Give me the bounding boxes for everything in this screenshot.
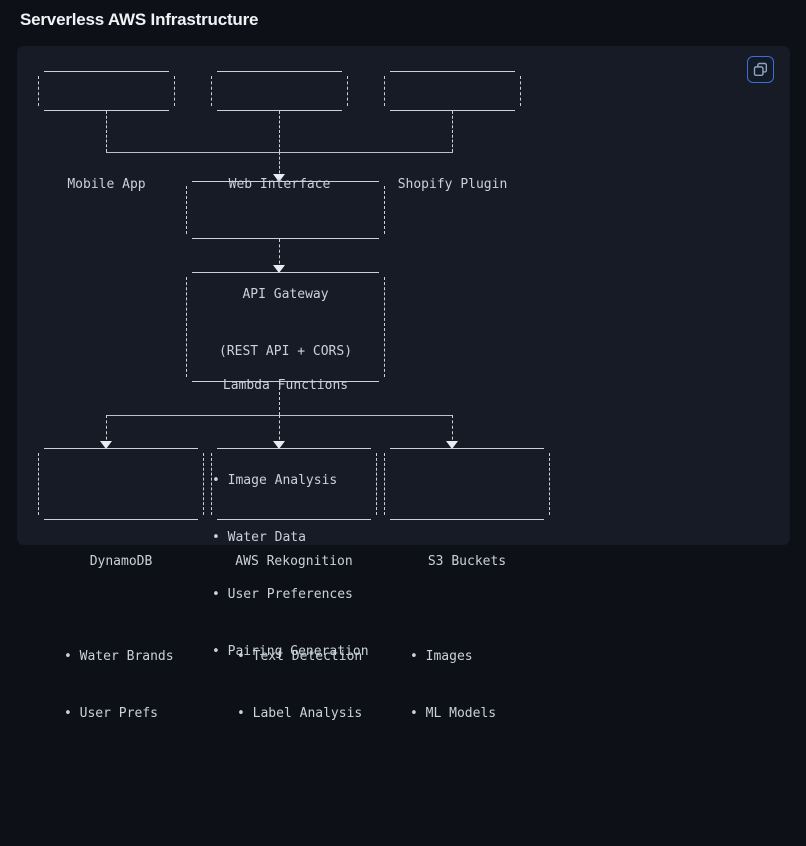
edge-shopify-plugin-to-bus [452,111,453,152]
node-text: DynamoDB • Water Brands • User Prefs [38,505,204,808]
copy-icon [753,62,768,77]
node-shopify-plugin[interactable]: Shopify Plugin [384,71,521,192]
node-title: Shopify Plugin [397,177,508,192]
node-dynamodb[interactable]: DynamoDB • Water Brands • User Prefs [38,448,204,721]
edge-api-gateway-to-lambda [279,239,280,269]
node-text: API Gateway (REST API + CORS) [186,238,385,408]
node-list: • Water Brands • User Prefs [50,609,192,761]
list-item: • Water Data [212,530,306,545]
list-item: • Image Analysis [212,473,338,488]
node-frame [211,71,348,111]
edge-web-interface-to-bus [279,111,280,152]
edge-lambda-to-bus [279,382,280,415]
list-item: • Text Detection [237,649,363,664]
arrowhead-aws-rekognition [273,441,285,449]
node-title: API Gateway [242,287,329,302]
node-title: S3 Buckets [427,554,507,569]
diagram-canvas: Mobile App Web Interface Shopify Plugin [17,46,790,721]
node-title: Lambda Functions [222,378,349,393]
copy-button[interactable] [747,56,774,83]
arrowhead-lambda-functions [273,265,285,273]
node-title: AWS Rekognition [235,554,353,569]
edge-mobile-app-to-bus [106,111,107,152]
node-frame [384,71,521,111]
list-item: • ML Models [410,706,497,721]
node-mobile-app[interactable]: Mobile App [38,71,175,192]
node-text: Shopify Plugin [384,128,521,241]
node-web-interface[interactable]: Web Interface [211,71,348,192]
node-title: DynamoDB [89,554,153,569]
arrowhead-api-gateway [273,174,285,182]
edge-bus-to-s3-buckets [452,415,453,445]
page-title: Serverless AWS Infrastructure [20,10,259,29]
arrowhead-dynamodb [100,441,112,449]
list-item: • User Prefs [64,706,158,721]
node-text: S3 Buckets • Images • ML Models [384,505,550,808]
edge-bus-to-api-gateway [279,152,280,178]
node-frame [38,71,175,111]
arrowhead-s3-buckets [446,441,458,449]
node-text: AWS Rekognition • Text Detection • Label… [211,505,377,808]
node-subtitle: (REST API + CORS) [218,344,353,359]
list-item: • Label Analysis [237,706,363,721]
node-list: • Text Detection • Label Analysis [223,609,365,761]
node-text: Web Interface [211,128,348,241]
edge-bus-to-dynamodb [106,415,107,445]
node-text: Mobile App [38,128,175,241]
node-title: Mobile App [67,177,146,192]
node-list: • Images • ML Models [396,609,538,761]
list-item: • Water Brands [64,649,174,664]
node-title: Web Interface [228,177,331,192]
edge-bus-to-rekognition [279,415,280,445]
list-item: • Images [410,649,473,664]
node-s3-buckets[interactable]: S3 Buckets • Images • ML Models [384,448,550,721]
diagram-panel: Mobile App Web Interface Shopify Plugin [17,46,790,721]
